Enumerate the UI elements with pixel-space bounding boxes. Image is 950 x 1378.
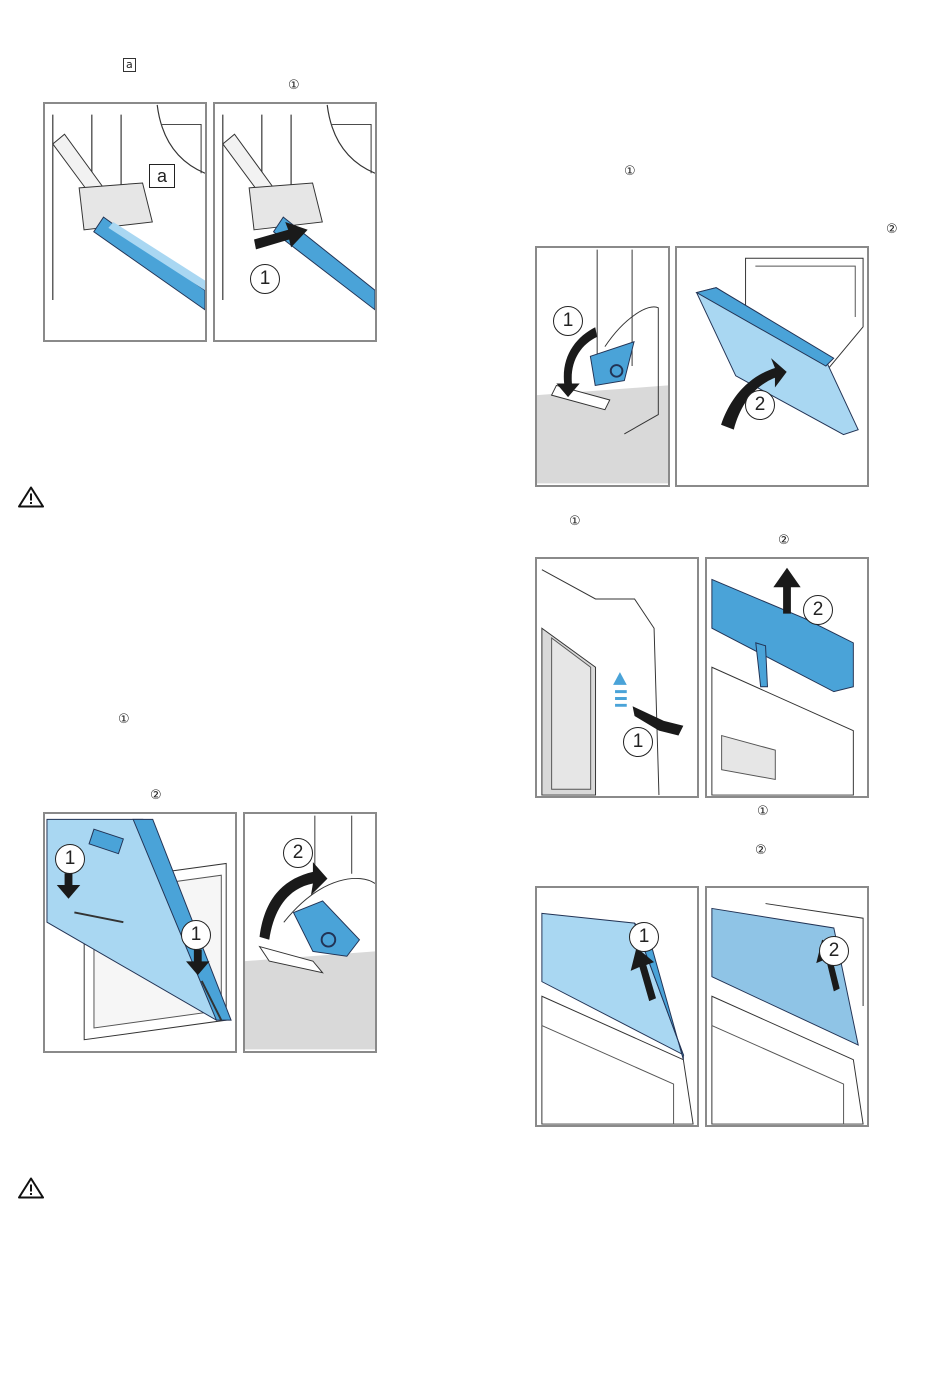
- glass-lift-illustration: [677, 248, 867, 485]
- callout-1: 1: [553, 306, 583, 336]
- callout-2: 2: [283, 838, 313, 868]
- figure-clip-open: 1: [535, 246, 670, 487]
- callout-1: 1: [623, 727, 653, 757]
- figure-glass-insert: 1 1: [43, 812, 237, 1053]
- callout-2: 2: [819, 936, 849, 966]
- step-2-marker-right-top: ②: [886, 223, 898, 237]
- hinge-illustration: [45, 104, 205, 340]
- figure-cover-lift: 2: [705, 557, 869, 798]
- figure-cover-press: 1: [535, 557, 699, 798]
- warning-triangle-icon: [18, 486, 44, 508]
- figure-hinge-lever-label: a: [43, 102, 207, 342]
- step-2-marker-right-mid: ②: [778, 534, 790, 548]
- callout-2: 2: [745, 390, 775, 420]
- clip-open-illustration: [537, 248, 668, 485]
- cover-lift-illustration: [707, 559, 867, 796]
- figure-glass-lift: 2: [675, 246, 869, 487]
- pane-remove-2-illustration: [707, 888, 867, 1125]
- callout-1: 1: [55, 844, 85, 874]
- pane-remove-1-illustration: [537, 888, 697, 1125]
- warning-triangle-icon: [18, 1177, 44, 1199]
- figure-clip-fold: 2: [243, 812, 377, 1053]
- cover-press-illustration: [537, 559, 697, 796]
- callout-1: 1: [629, 922, 659, 952]
- callout-1b: 1: [181, 920, 211, 950]
- figure-pane-remove-1: 1: [535, 886, 699, 1127]
- callout-2: 2: [803, 595, 833, 625]
- callout-1: 1: [250, 264, 280, 294]
- step-1-marker-left-mid: ①: [118, 713, 130, 727]
- label-a-marker: a: [123, 58, 136, 72]
- hinge-push-illustration: [215, 104, 375, 340]
- callout-a: a: [149, 164, 175, 188]
- step-1-marker-right-top: ①: [624, 165, 636, 179]
- step-2-marker-right-low: ②: [755, 844, 767, 858]
- step-1-marker-right-mid: ①: [569, 515, 581, 529]
- step-1-marker: ①: [288, 79, 300, 93]
- figure-hinge-lever-push: 1: [213, 102, 377, 342]
- figure-pane-remove-2: 2: [705, 886, 869, 1127]
- step-1-marker-right-low: ①: [757, 805, 769, 819]
- step-2-marker-left-mid: ②: [150, 789, 162, 803]
